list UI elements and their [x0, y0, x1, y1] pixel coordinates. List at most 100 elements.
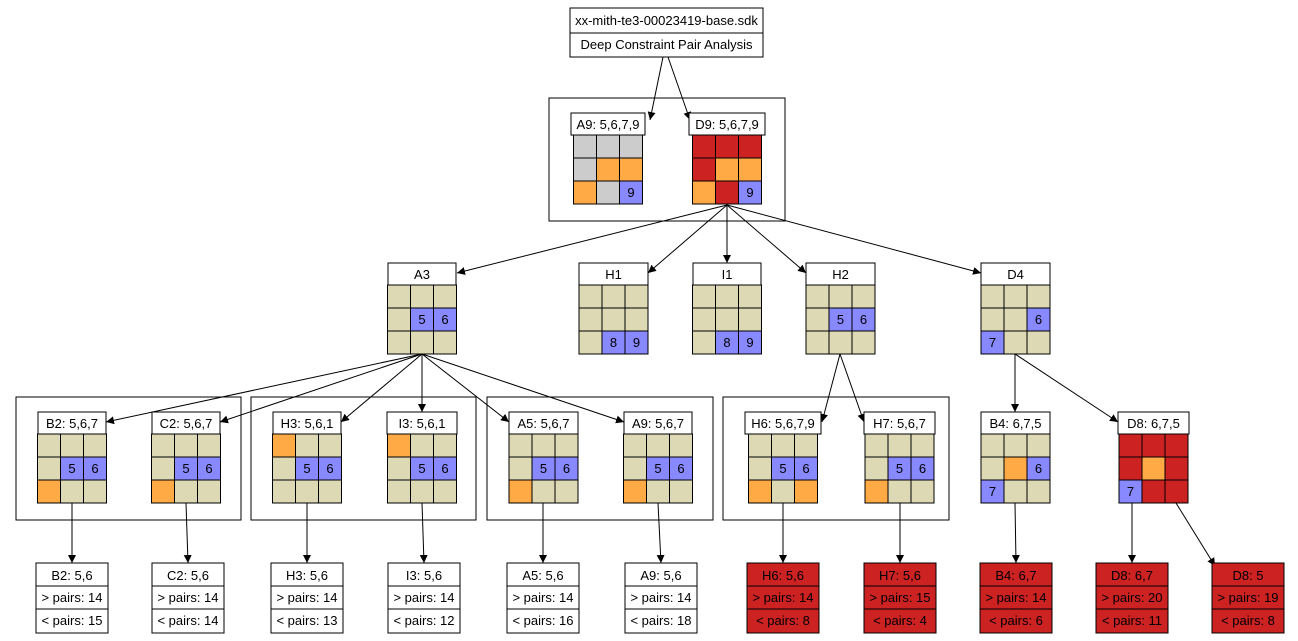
grid-cell — [197, 479, 221, 504]
node-d9top: D9: 5,6,7,99 — [688, 112, 766, 205]
leaf-gt-pairs: > pairs: 14 — [393, 590, 454, 605]
grid-cell — [715, 307, 739, 332]
leaf-box — [863, 562, 937, 634]
leaf-l-c2: C2: 5,6> pairs: 14< pairs: 14 — [151, 562, 225, 634]
grid-cell — [433, 433, 457, 458]
grid-cell — [748, 479, 772, 504]
grid-cell — [748, 456, 772, 481]
leaf-box — [270, 562, 344, 634]
grid-cell — [1003, 330, 1028, 355]
grid-cell — [1164, 456, 1189, 481]
grid-cell — [1141, 433, 1166, 458]
leaf-title: H3: 5,6 — [286, 568, 328, 583]
leaf-lt-pairs: < pairs: 4 — [873, 613, 927, 628]
grid-cell — [387, 479, 411, 504]
edge-arrow — [1175, 502, 1216, 567]
grid-cell — [410, 330, 434, 355]
grid-cell — [433, 284, 457, 309]
cell-digit: 6 — [677, 461, 684, 476]
leaf-gt-pairs: > pairs: 14 — [512, 590, 573, 605]
grid-cell — [805, 284, 830, 309]
grid-cell — [83, 433, 107, 458]
leaf-lt-pairs: < pairs: 16 — [512, 613, 573, 628]
grid-cell — [151, 456, 175, 481]
grid-cell — [387, 456, 411, 481]
grid-cell — [387, 307, 411, 332]
edge-arrow — [419, 502, 428, 564]
grid-cell — [692, 307, 716, 332]
grid-cell — [410, 479, 434, 504]
grid-cell — [851, 284, 876, 309]
leaf-lt-pairs: < pairs: 6 — [989, 613, 1043, 628]
grid-cell — [573, 180, 597, 205]
leaf-box — [151, 562, 225, 634]
grid-cell — [623, 433, 647, 458]
grid-cell — [748, 433, 772, 458]
leaf-box — [624, 562, 698, 634]
grid-cell — [1026, 479, 1051, 504]
grid-cell — [980, 284, 1005, 309]
cell-digit: 7 — [1127, 484, 1134, 499]
grid-cell — [1003, 433, 1028, 458]
node-label: D8: 6,7,5 — [1127, 416, 1180, 431]
cell-digit: 7 — [989, 484, 996, 499]
node-label: I1 — [722, 267, 733, 282]
leaf-l-b4: B4: 6,7> pairs: 14< pairs: 6 — [979, 562, 1053, 634]
grid-cell — [37, 479, 61, 504]
cell-digit: 6 — [563, 461, 570, 476]
grid-cell — [715, 157, 739, 182]
grid-cell — [715, 180, 739, 205]
grid-cell — [272, 433, 296, 458]
grid-cell — [272, 456, 296, 481]
grid-cell — [771, 479, 795, 504]
grid-cell — [174, 433, 198, 458]
node-label: C2: 5,6,7 — [160, 416, 213, 431]
grid-cell — [508, 433, 533, 458]
grid-cell — [578, 330, 603, 355]
cell-digit: 5 — [68, 461, 75, 476]
grid-cell — [828, 284, 853, 309]
edge-arrow — [105, 353, 423, 425]
grid-cell — [318, 433, 342, 458]
cell-digit: 5 — [418, 461, 425, 476]
cell-digit: 6 — [91, 461, 98, 476]
leaf-box — [506, 562, 580, 634]
edge-arrow — [421, 353, 625, 424]
grid-cell — [864, 456, 889, 481]
edge-arrow — [647, 204, 728, 274]
node-label: B4: 6,7,5 — [989, 416, 1041, 431]
grid-cell — [508, 479, 533, 504]
grid-cell — [1164, 433, 1189, 458]
grid-cell — [151, 479, 175, 504]
leaf-gt-pairs: > pairs: 14 — [630, 590, 691, 605]
node-d8: D8: 6,7,5 7 — [1117, 411, 1190, 504]
cell-digit: 8 — [723, 335, 730, 350]
cell-digit: 7 — [989, 335, 996, 350]
grid-cell — [646, 433, 670, 458]
grid-cell — [715, 134, 739, 159]
leaf-l-d8b: D8: 5> pairs: 19< pairs: 8 — [1211, 562, 1285, 634]
grid-cell — [619, 134, 643, 159]
leaf-l-h7: H7: 5,6> pairs: 15< pairs: 4 — [863, 562, 937, 634]
node-label: H1 — [605, 267, 622, 282]
grid-cell — [531, 433, 556, 458]
edge-arrow — [656, 502, 665, 564]
leaf-lt-pairs: < pairs: 11 — [1102, 613, 1162, 628]
grid-cell — [738, 330, 762, 355]
node-label: B2: 5,6,7 — [46, 416, 98, 431]
edges — [68, 56, 1216, 567]
grid-cell — [601, 307, 626, 332]
grid-cell — [508, 456, 533, 481]
grid-cell — [692, 180, 716, 205]
edge-arrow — [1014, 353, 1119, 423]
node-label: A9: 5,6,7 — [632, 416, 684, 431]
grid-cell — [851, 330, 876, 355]
cell-digit: 8 — [610, 335, 617, 350]
grid-cell — [692, 157, 716, 182]
